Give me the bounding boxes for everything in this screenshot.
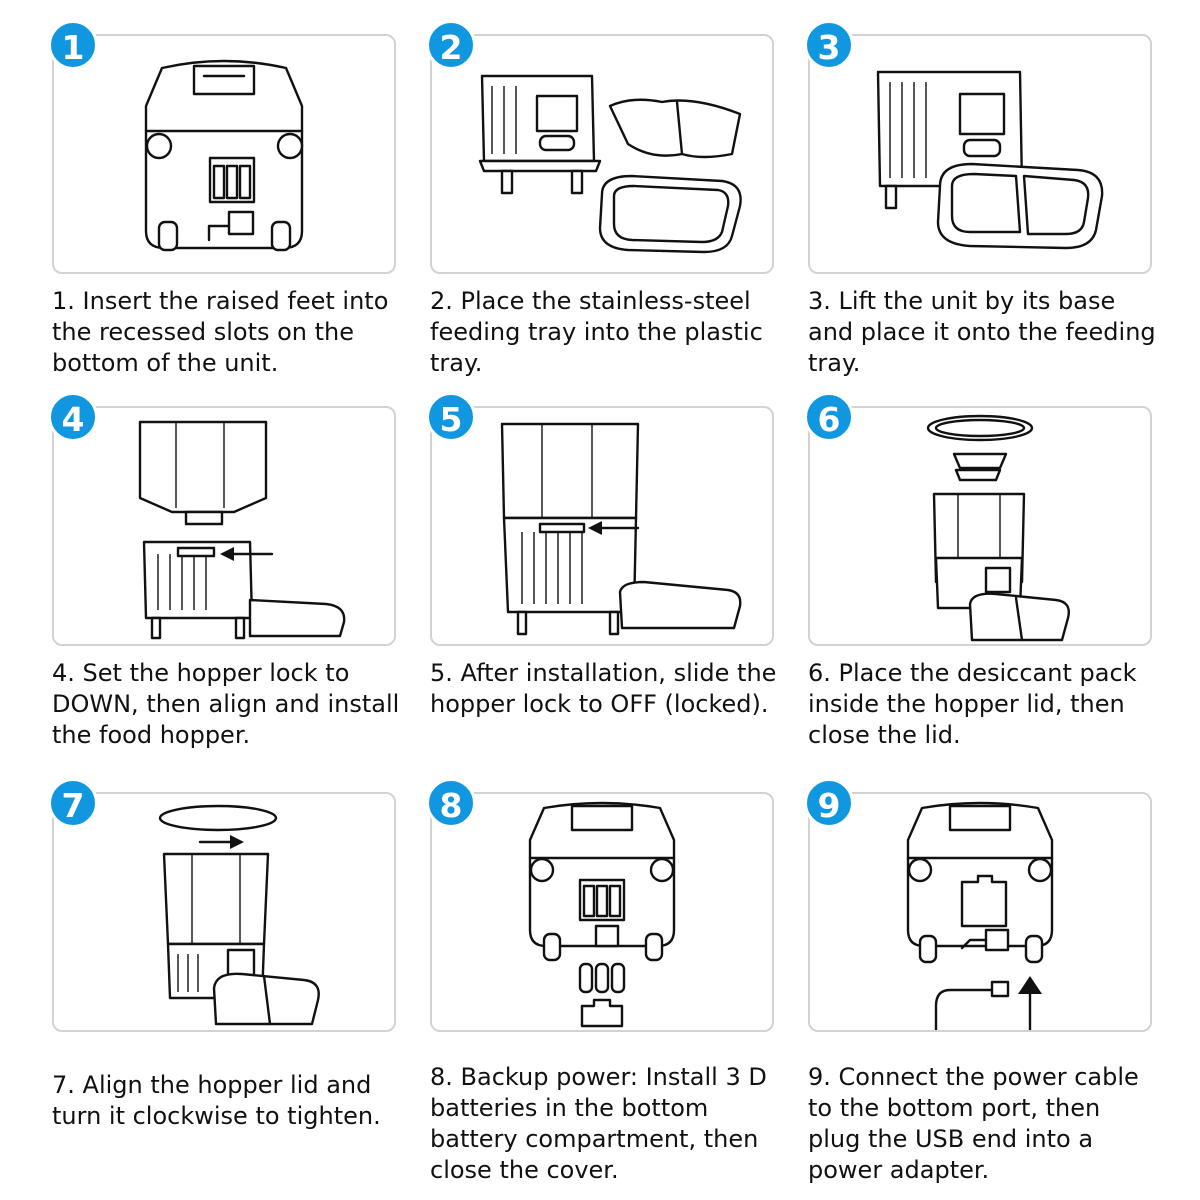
step-8: 8 8. Backup power: Install 3 D batteries… <box>426 778 774 1184</box>
step-instruction: 6. Place the desiccant pack inside the h… <box>808 659 1137 749</box>
step-number-badge: 3 <box>804 20 854 70</box>
step-1: 1 1. Insert the raised feet into the rec… <box>48 20 396 404</box>
step-3: 3 3. Lift the unit by its base and place… <box>804 20 1156 404</box>
step-7: 7 7. Align the hopper lid and turn it cl… <box>48 778 396 1162</box>
step-4: 4 4. Set the hopper lock to DOWN, then a… <box>48 392 399 776</box>
feeder-bottom-feet-illustration <box>144 59 304 252</box>
feeder-on-tray-illustration <box>876 70 1104 250</box>
step-instruction: 8. Backup power: Install 3 D batteries i… <box>430 1063 767 1184</box>
step-6: 6 6. Place the desiccant pack inside the… <box>804 392 1152 776</box>
step-instruction: 4. Set the hopper lock to DOWN, then ali… <box>52 659 400 749</box>
step-number-badge: 1 <box>48 20 98 70</box>
step-6-illustration <box>808 406 1152 646</box>
step-number-badge: 4 <box>48 392 98 442</box>
hopper-lid-clockwise-illustration <box>158 804 320 1026</box>
step-instruction: 9. Connect the power cable to the bottom… <box>808 1063 1139 1184</box>
backup-batteries-illustration <box>528 801 676 1028</box>
power-cable-illustration <box>906 801 1054 1030</box>
step-1-illustration <box>52 34 396 274</box>
step-instruction: 7. Align the hopper lid and turn it cloc… <box>52 1071 381 1130</box>
step-number-badge: 9 <box>804 778 854 828</box>
step-instruction: 2. Place the stainless-steel feeding tra… <box>430 287 763 377</box>
step-2-illustration <box>430 34 774 274</box>
step-5-illustration <box>430 406 774 646</box>
step-7-illustration <box>52 792 396 1032</box>
step-number-badge: 8 <box>426 778 476 828</box>
step-2: 2 2. Place the stainless-steel feeding t… <box>426 20 774 404</box>
step-number-badge: 7 <box>48 778 98 828</box>
step-5: 5 5. After installation, slide the hoppe… <box>426 392 776 776</box>
step-3-illustration <box>808 34 1152 274</box>
feeder-and-trays-illustration <box>478 74 742 254</box>
step-number-badge: 2 <box>426 20 476 70</box>
step-number-badge: 6 <box>804 392 854 442</box>
hopper-lock-off-illustration <box>500 422 742 636</box>
install-hopper-illustration <box>138 420 346 640</box>
desiccant-pack-illustration <box>926 414 1070 642</box>
step-9: 9 9. Connect the power cable to the bott… <box>804 778 1152 1184</box>
step-number-badge: 5 <box>426 392 476 442</box>
step-9-illustration <box>808 792 1152 1032</box>
step-instruction: 5. After installation, slide the hopper … <box>430 659 777 718</box>
step-4-illustration <box>52 406 396 646</box>
step-instruction: 1. Insert the raised feet into the reces… <box>52 287 389 377</box>
step-instruction: 3. Lift the unit by its base and place i… <box>808 287 1156 377</box>
step-8-illustration <box>430 792 774 1032</box>
